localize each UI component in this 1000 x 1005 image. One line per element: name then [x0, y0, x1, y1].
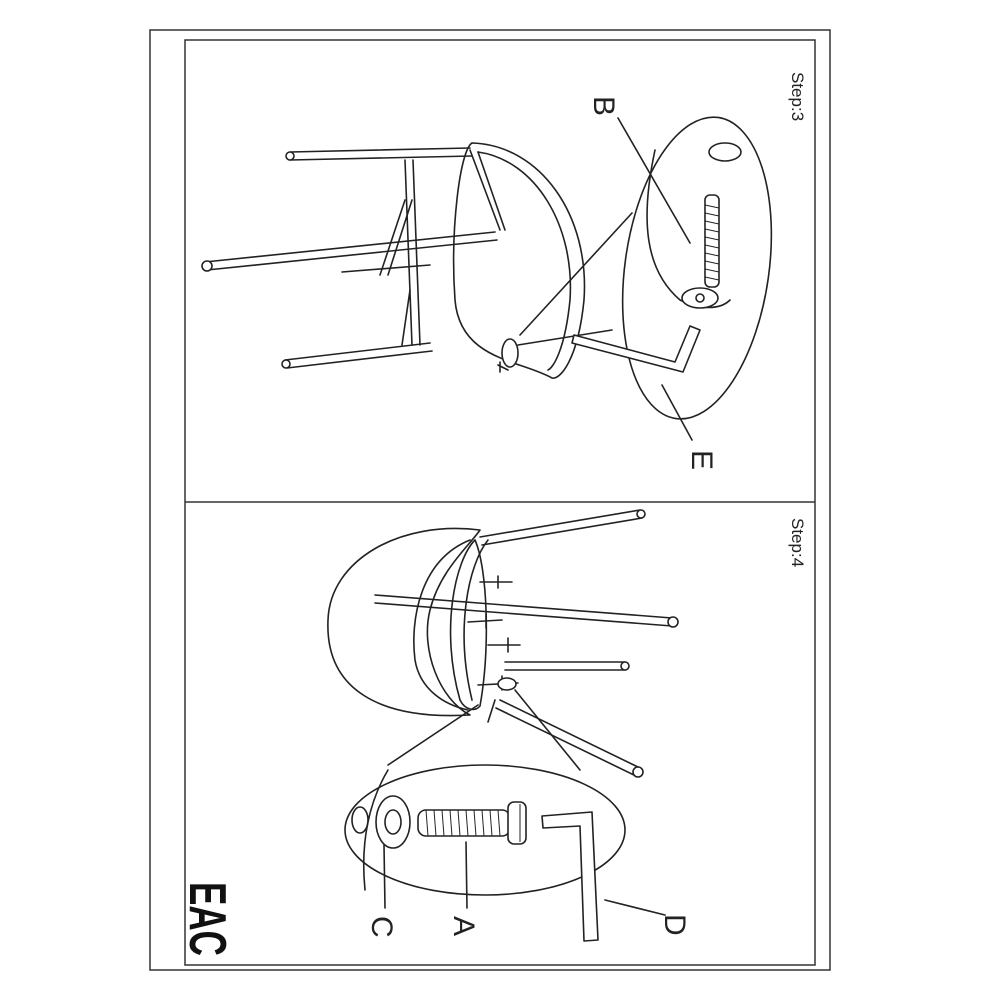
washer-c-icon — [375, 795, 411, 849]
eac-mark-text: EAC — [178, 882, 236, 956]
step4-title: Step:4 — [788, 518, 807, 567]
label-d: D — [658, 914, 691, 936]
step4-panel: Step:4 — [178, 509, 807, 956]
outer-frame — [149, 29, 831, 971]
step3-detail-callout — [571, 116, 773, 420]
allen-key-d-icon — [541, 811, 599, 942]
label-c: C — [365, 916, 398, 938]
label-a: A — [447, 916, 480, 936]
step3-chair-drawing — [201, 142, 586, 379]
step4-detail-callout — [344, 764, 626, 942]
bolt-a-icon — [417, 801, 527, 845]
label-e: E — [685, 450, 718, 470]
allen-key-e-icon — [571, 325, 701, 373]
bolt-b-icon — [681, 194, 720, 309]
step4-chair-drawing — [327, 509, 679, 778]
label-b: B — [587, 96, 620, 116]
step3-title: Step:3 — [788, 72, 807, 121]
eac-mark: EAC — [178, 882, 236, 956]
step3-panel: Step:3 — [201, 72, 807, 470]
